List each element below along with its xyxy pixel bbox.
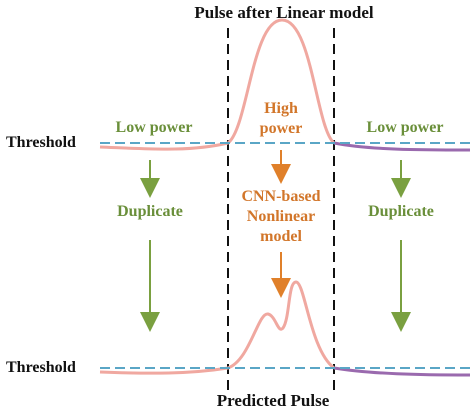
top-pulse-right-tail [333, 141, 471, 152]
top-title: Pulse after Linear model [194, 3, 374, 22]
right-duplicate-label: Duplicate [368, 203, 434, 220]
center-model-line3: model [260, 228, 302, 245]
top-threshold-label: Threshold [6, 134, 76, 151]
top-pulse-center [99, 18, 336, 151]
left-low-power-label: Low power [116, 119, 193, 136]
center-high-label: High [264, 100, 298, 117]
center-model-line1: CNN-based [241, 188, 320, 205]
bottom-pulse-center [99, 280, 335, 375]
center-power-label: power [260, 120, 303, 137]
bottom-title: Predicted Pulse [217, 391, 330, 410]
bottom-threshold-label: Threshold [6, 359, 76, 376]
center-model-line2: Nonlinear [247, 208, 315, 225]
bottom-pulse-right-tail [333, 366, 471, 377]
right-low-power-label: Low power [367, 119, 444, 136]
left-duplicate-label: Duplicate [117, 203, 183, 220]
